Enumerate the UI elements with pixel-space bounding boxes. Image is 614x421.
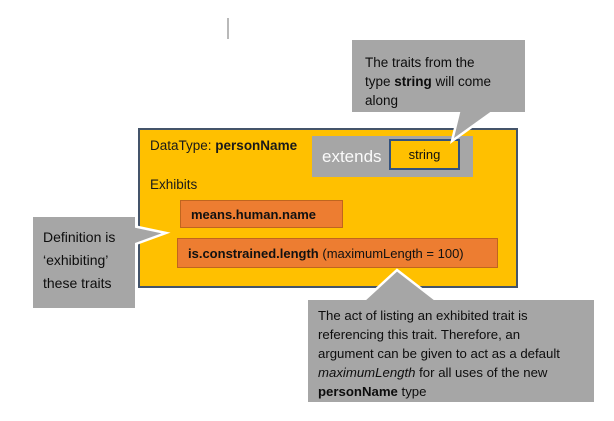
base-type-box: string bbox=[389, 139, 460, 170]
callout-line: type string will come bbox=[365, 72, 525, 91]
trait-box-is-constrained-length: is.constrained.length (maximumLength = 1… bbox=[177, 238, 498, 268]
extends-label: extends bbox=[322, 146, 382, 166]
callout-text-italic: maximumLength bbox=[318, 365, 416, 380]
callout-line: personName type bbox=[318, 382, 594, 401]
callout-text: will come bbox=[431, 74, 492, 89]
trait-box-means-human-name: means.human.name bbox=[180, 200, 343, 228]
callout-line: argument can be given to act as a defaul… bbox=[318, 346, 560, 361]
callout-line: referencing this trait. Therefore, an bbox=[318, 327, 521, 342]
callout-traits-come-along: The traits from the type string will com… bbox=[352, 40, 525, 112]
callout-line: these traits bbox=[43, 275, 112, 291]
cursor-artifact-line bbox=[227, 18, 229, 39]
callout-text-bold: string bbox=[394, 74, 432, 89]
datatype-name: personName bbox=[215, 138, 298, 153]
base-type-label: string bbox=[408, 147, 441, 162]
callout-line: Definition is bbox=[43, 229, 116, 245]
callout-line: maximumLength for all uses of the new bbox=[318, 363, 594, 382]
trait-name: is.constrained.length bbox=[188, 245, 319, 261]
extends-box: extends string bbox=[312, 136, 473, 177]
datatype-prefix: DataType: bbox=[150, 138, 216, 153]
datatype-title: DataType: personName bbox=[150, 138, 297, 153]
callout-line: along bbox=[365, 93, 399, 108]
datatype-box: DataType: personName extends string Exhi… bbox=[138, 128, 518, 288]
callout-text: type bbox=[365, 74, 395, 89]
trait-args: (maximumLength = 100) bbox=[318, 245, 464, 261]
exhibits-label: Exhibits bbox=[150, 177, 198, 192]
callout-exhibited-trait-reference: The act of listing an exhibited trait is… bbox=[308, 300, 594, 402]
callout-line: ‘exhibiting’ bbox=[43, 252, 109, 268]
trait-name: means.human.name bbox=[191, 206, 316, 222]
callout-text: for all uses of the new bbox=[415, 365, 548, 380]
callout-definition-exhibiting: Definition is ‘exhibiting’ these traits bbox=[33, 217, 135, 308]
callout-line: The traits from the bbox=[365, 55, 475, 70]
callout-text: type bbox=[397, 384, 427, 399]
callout-text-bold: personName bbox=[318, 384, 398, 399]
callout-line: The act of listing an exhibited trait is bbox=[318, 308, 528, 323]
